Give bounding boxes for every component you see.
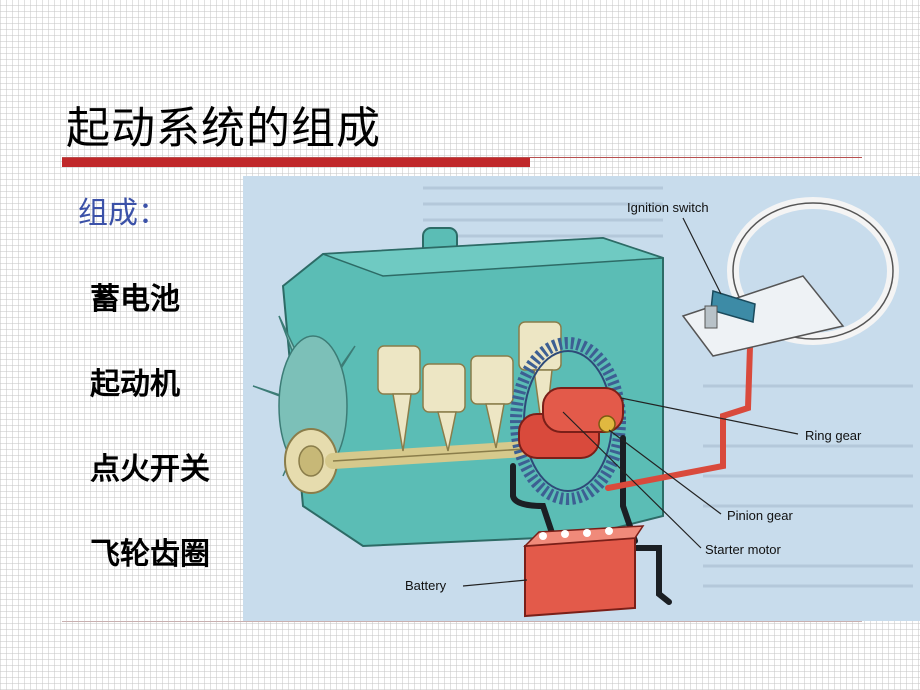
title-underline-accent xyxy=(62,158,530,167)
label-ignition-switch: Ignition switch xyxy=(627,200,709,215)
component-starter-item: 起动机 xyxy=(90,367,180,402)
subtitle: 组成： xyxy=(78,196,168,231)
component-ignition-item: 点火开关 xyxy=(90,452,210,487)
starter-motor-icon xyxy=(518,387,624,459)
crank-pulley-icon xyxy=(284,428,338,494)
ignition-switch-icon xyxy=(704,290,756,329)
label-battery: Battery xyxy=(405,578,447,593)
bottom-divider xyxy=(62,621,862,622)
slide-title: 起动系统的组成 xyxy=(66,103,381,154)
battery-icon xyxy=(523,525,645,618)
component-battery-item: 蓄电池 xyxy=(90,282,180,317)
component-flywheel-item: 飞轮齿圈 xyxy=(90,537,210,572)
label-ring-gear: Ring gear xyxy=(805,428,862,443)
label-starter-motor: Starter motor xyxy=(705,542,782,557)
starting-system-diagram: Ignition switch Ring gear Pinion gear St… xyxy=(243,176,920,621)
title-underline-thin xyxy=(62,157,862,158)
steering-wheel-icon xyxy=(681,197,899,357)
label-pinion-gear: Pinion gear xyxy=(727,508,793,523)
